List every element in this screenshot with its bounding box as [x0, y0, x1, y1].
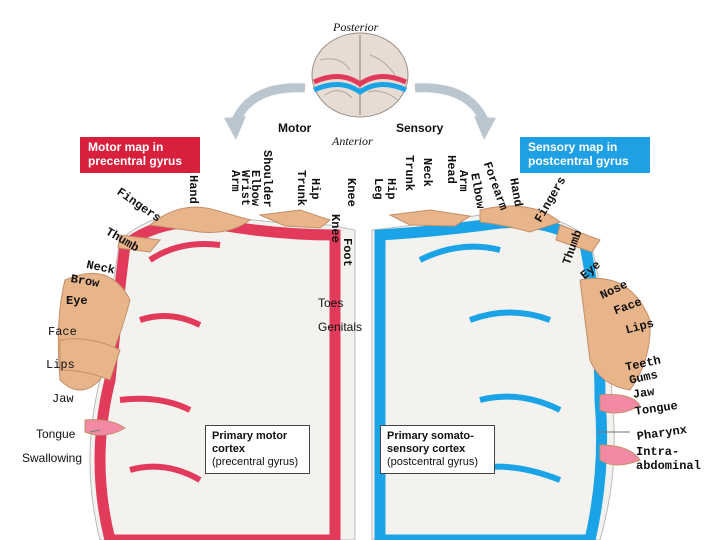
primary-somatosensory-cortex-label: Primary somato- sensory cortex (postcent…	[380, 425, 495, 474]
motor-cortex-title-2: cortex	[212, 443, 246, 455]
motor-map-line1: Motor map in	[88, 140, 164, 154]
motor-label-genitals: Genitals	[318, 320, 363, 334]
sensory-label-leg: Leg	[371, 178, 385, 200]
motor-label-lips: Lips	[46, 358, 75, 372]
motor-label-swallowing: Swallowing	[22, 451, 83, 465]
sensory-cortex-title-2: sensory cortex	[387, 443, 466, 455]
sensory-label-intra: Intra-	[636, 445, 680, 459]
motor-label-eye: Eye	[66, 294, 88, 308]
sensory-label-jaw: Jaw	[632, 384, 656, 402]
motor-label: Motor	[278, 121, 312, 135]
motor-label-face: Face	[48, 325, 77, 339]
sensory-label-hip: Hip	[384, 178, 398, 200]
motor-label-arm: Arm	[228, 170, 242, 192]
sensory-cortex-slice	[371, 212, 615, 540]
motor-cortex-sub: (precentral gyrus)	[212, 456, 299, 468]
sensory-cortex-sub: (postcentral gyrus)	[387, 456, 479, 468]
arrow-to-sensory	[414, 83, 496, 140]
sensory-map-box: Sensory map in postcentral gyrus	[520, 137, 650, 173]
motor-label-jaw: Jaw	[52, 392, 74, 406]
sensory-map-line2: postcentral gyrus	[528, 154, 629, 168]
motor-map-line2: precentral gyrus	[88, 154, 183, 168]
sensory-label-trunk: Trunk	[402, 155, 416, 192]
motor-cortex-slice	[89, 212, 356, 540]
sensory-map-line1: Sensory map in	[528, 140, 618, 154]
motor-map-box: Motor map in precentral gyrus	[80, 137, 200, 173]
motor-label-tongue: Tongue	[36, 427, 76, 441]
motor-label-hip: Hip	[308, 178, 322, 200]
arrow-to-motor	[224, 83, 306, 140]
motor-label-trunk: Trunk	[294, 170, 308, 207]
sensory-label: Sensory	[396, 121, 444, 135]
motor-homunculus	[57, 206, 332, 436]
sensory-label-knee: Knee	[344, 178, 358, 207]
sensory-label-neck: Neck	[420, 158, 434, 187]
sensory-cortex-title-1: Primary somato-	[387, 430, 474, 442]
sensory-homunculus	[388, 205, 651, 466]
motor-label-foot: Foot	[340, 238, 354, 267]
sensory-label-abdominal: abdominal	[636, 459, 701, 473]
motor-label-shoulder: Shoulder	[260, 150, 274, 208]
brain-top-view	[311, 32, 409, 118]
motor-label-toes: Toes	[318, 296, 344, 310]
anterior-label: Anterior	[332, 134, 373, 148]
primary-motor-cortex-label: Primary motor cortex (precentral gyrus)	[205, 425, 310, 474]
motor-cortex-title-1: Primary motor	[212, 430, 288, 442]
motor-label-hand: Hand	[186, 175, 200, 204]
posterior-label: Posterior	[333, 20, 379, 34]
